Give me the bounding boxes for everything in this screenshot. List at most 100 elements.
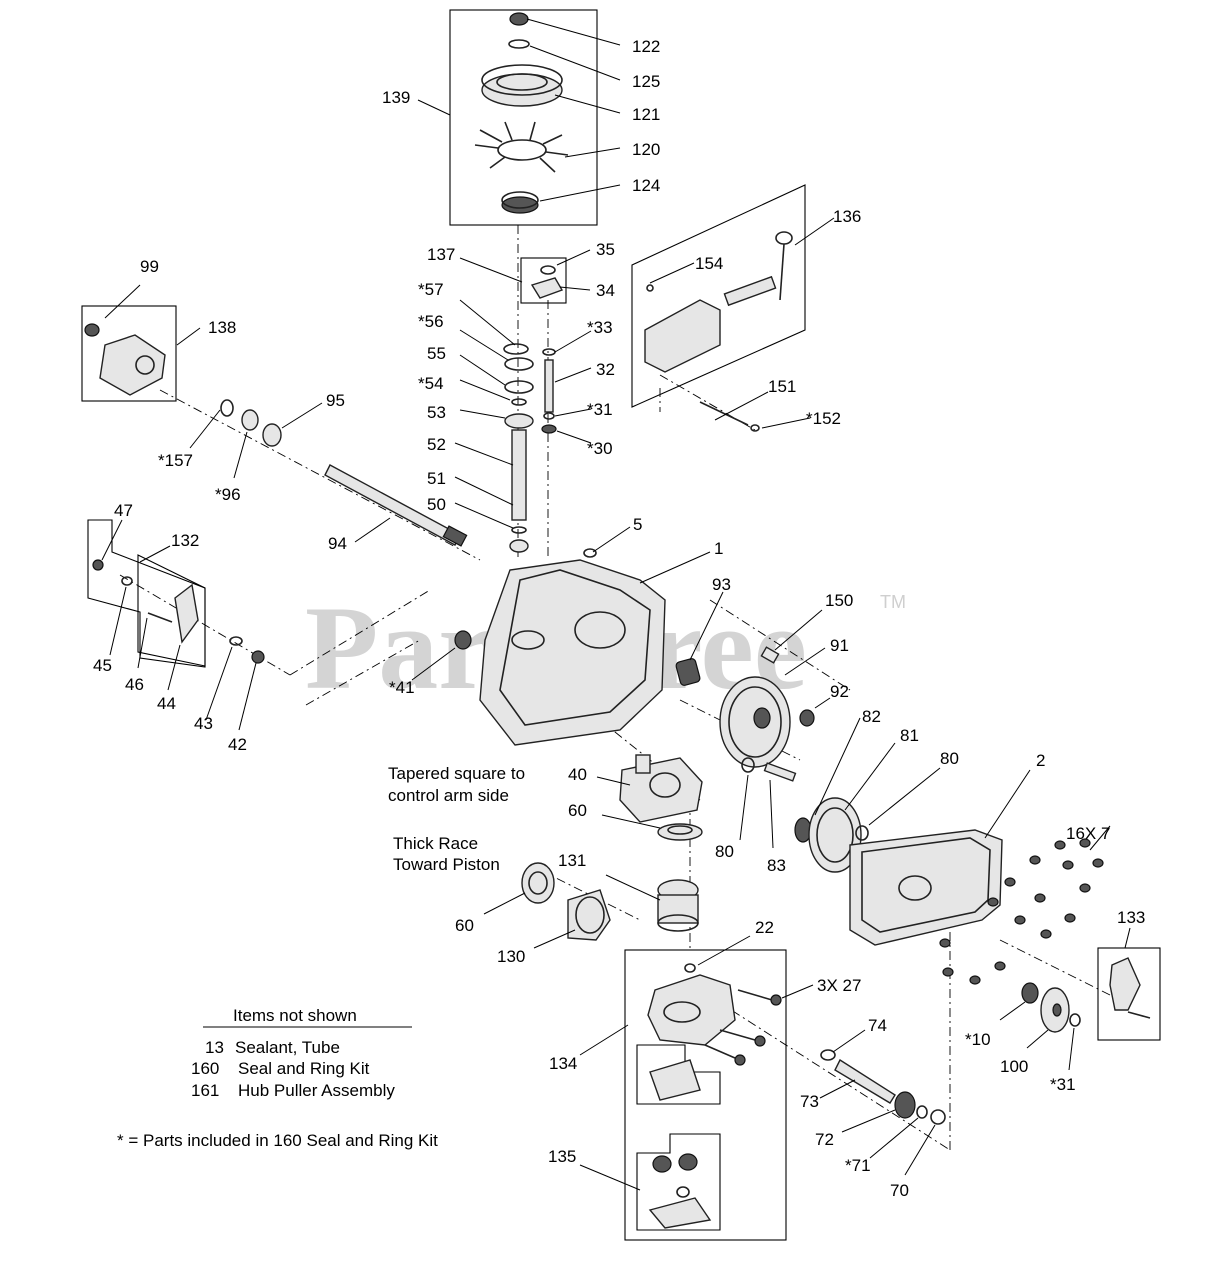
part-1-housing (454, 548, 666, 746)
part-7-bolts (939, 838, 1104, 985)
part-121-pulley (481, 64, 563, 107)
items-not-shown-title: Items not shown (233, 1006, 357, 1025)
callout-33: *33 (587, 318, 613, 337)
callout-124: 124 (632, 176, 660, 195)
callout-81: 81 (900, 726, 919, 745)
part-73-shaft (834, 1058, 896, 1104)
callout-73: 73 (800, 1092, 819, 1111)
callout-132: 132 (171, 531, 199, 550)
callout-80a: 80 (940, 749, 959, 768)
callout-96: *96 (215, 485, 241, 504)
box-134-sub (636, 1044, 721, 1105)
callout-5: 5 (633, 515, 642, 534)
callout-125: 125 (632, 72, 660, 91)
callout-40: 40 (568, 765, 587, 784)
item-13-num: 13 (205, 1038, 224, 1057)
callout-10: *10 (965, 1030, 991, 1049)
callout-151: 151 (768, 377, 796, 396)
shaft-stack (503, 343, 534, 553)
callout-34: 34 (596, 281, 615, 300)
callout-131: 131 (558, 851, 586, 870)
part-125-washer (508, 39, 530, 49)
callout-35: 35 (596, 240, 615, 259)
part-34-arm (530, 277, 564, 299)
footnote: * = Parts included in 160 Seal and Ring … (117, 1131, 438, 1150)
part-94-axle (220, 399, 468, 547)
callout-47: 47 (114, 501, 133, 520)
callout-93: 93 (712, 575, 731, 594)
callout-44: 44 (157, 694, 176, 713)
part-133-brake-arm (1109, 957, 1151, 1019)
part-151-rod (699, 401, 760, 432)
callout-45: 45 (93, 656, 112, 675)
callout-57: *57 (418, 280, 444, 299)
part-60-bearing-b (521, 862, 555, 904)
callout-60b: 60 (455, 916, 474, 935)
callout-91: 91 (830, 636, 849, 655)
part-134-center-section (647, 974, 736, 1229)
item-13-desc: Sealant, Tube (235, 1038, 340, 1057)
callout-71: *71 (845, 1156, 871, 1175)
box-132-inner (137, 554, 206, 667)
part-136-return-arm (644, 231, 793, 373)
part-2-cover (849, 829, 1003, 946)
part-93-bushing (675, 658, 701, 686)
callout-50: 50 (427, 495, 446, 514)
part-10-seal (1021, 982, 1039, 1004)
callout-150: 150 (825, 591, 853, 610)
callout-157: *157 (158, 451, 193, 470)
callout-30: *30 (587, 439, 613, 458)
part-35-washer (540, 265, 556, 275)
callout-32: 32 (596, 360, 615, 379)
callout-42: 42 (228, 735, 247, 754)
part-80-washer-b (855, 825, 869, 841)
callout-92: 92 (830, 682, 849, 701)
callout-94: 94 (328, 534, 347, 553)
part-60-bearing-a (657, 823, 703, 841)
note-tapered-line1: Tapered square to (388, 764, 525, 783)
callout-154: 154 (695, 254, 723, 273)
box-134 (624, 949, 787, 1241)
box-136 (631, 184, 806, 408)
box-138 (81, 305, 177, 402)
box-135 (636, 1133, 721, 1231)
callout-31a: *31 (587, 400, 613, 419)
callout-55: 55 (427, 344, 446, 363)
box-139 (449, 9, 598, 226)
callout-130: 130 (497, 947, 525, 966)
callout-122: 122 (632, 37, 660, 56)
callout-99: 99 (140, 257, 159, 276)
callout-60a: 60 (568, 801, 587, 820)
part-74-washer (820, 1049, 836, 1061)
callout-31b: *31 (1050, 1075, 1076, 1094)
callout-27: 3X 27 (817, 976, 861, 995)
leader-lines (101, 18, 1131, 1191)
box-132 (87, 519, 206, 668)
callout-80b: 80 (715, 842, 734, 861)
callout-134: 134 (549, 1054, 577, 1073)
part-83-shaft (763, 762, 797, 782)
callout-51: 51 (427, 469, 446, 488)
part-100-sprocket (1040, 987, 1070, 1033)
callout-137: 137 (427, 245, 455, 264)
part-40-swashplate (619, 754, 703, 823)
item-160-num: 160 (191, 1059, 219, 1078)
box-133 (1097, 947, 1161, 1041)
callout-74: 74 (868, 1016, 887, 1035)
part-70-washer (930, 1109, 946, 1125)
callout-100: 100 (1000, 1057, 1028, 1076)
callout-120: 120 (632, 140, 660, 159)
part-122-nut (509, 12, 529, 26)
callout-43: 43 (194, 714, 213, 733)
part-130-motor-block (567, 889, 611, 941)
items-not-shown: Items not shown 13 Sealant, Tube 160 Sea… (191, 1006, 412, 1100)
callout-2: 2 (1036, 751, 1045, 770)
item-160-desc: Seal and Ring Kit (238, 1059, 370, 1078)
item-161-desc: Hub Puller Assembly (238, 1081, 395, 1100)
callout-22: 22 (755, 918, 774, 937)
part-120-fan (474, 121, 569, 173)
part-81-gear (808, 797, 862, 873)
item-161-num: 161 (191, 1081, 219, 1100)
callout-135: 135 (548, 1147, 576, 1166)
